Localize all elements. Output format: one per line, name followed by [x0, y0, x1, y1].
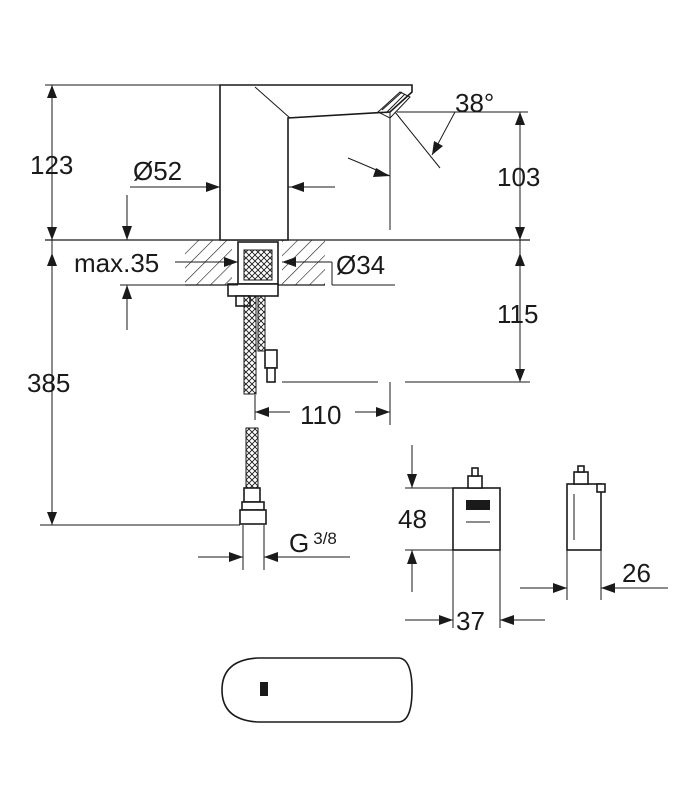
label-103: 103: [497, 162, 540, 192]
mounting-assembly: [227, 241, 279, 307]
label-37: 37: [456, 606, 485, 636]
faucet-body: [219, 84, 413, 241]
label-38-deg: 38°: [455, 88, 494, 118]
aerator: [377, 91, 411, 119]
label-max35: max.35: [74, 248, 159, 278]
label-d34: Ø34: [336, 250, 385, 280]
thread-fraction: 3/8: [313, 529, 337, 548]
label-115: 115: [497, 299, 538, 329]
label-123: 123: [30, 150, 73, 180]
control-box-side: [566, 465, 606, 551]
label-d52: Ø52: [133, 156, 182, 186]
dimension-lines: [40, 84, 668, 628]
supply-hose: [239, 295, 278, 525]
control-box-front: [452, 467, 501, 551]
top-view-outline: [221, 657, 413, 723]
label-110: 110: [300, 400, 341, 430]
label-385: 385: [27, 368, 70, 398]
label-26: 26: [622, 558, 651, 588]
label-48: 48: [398, 504, 427, 534]
thread-g: G: [289, 528, 309, 558]
